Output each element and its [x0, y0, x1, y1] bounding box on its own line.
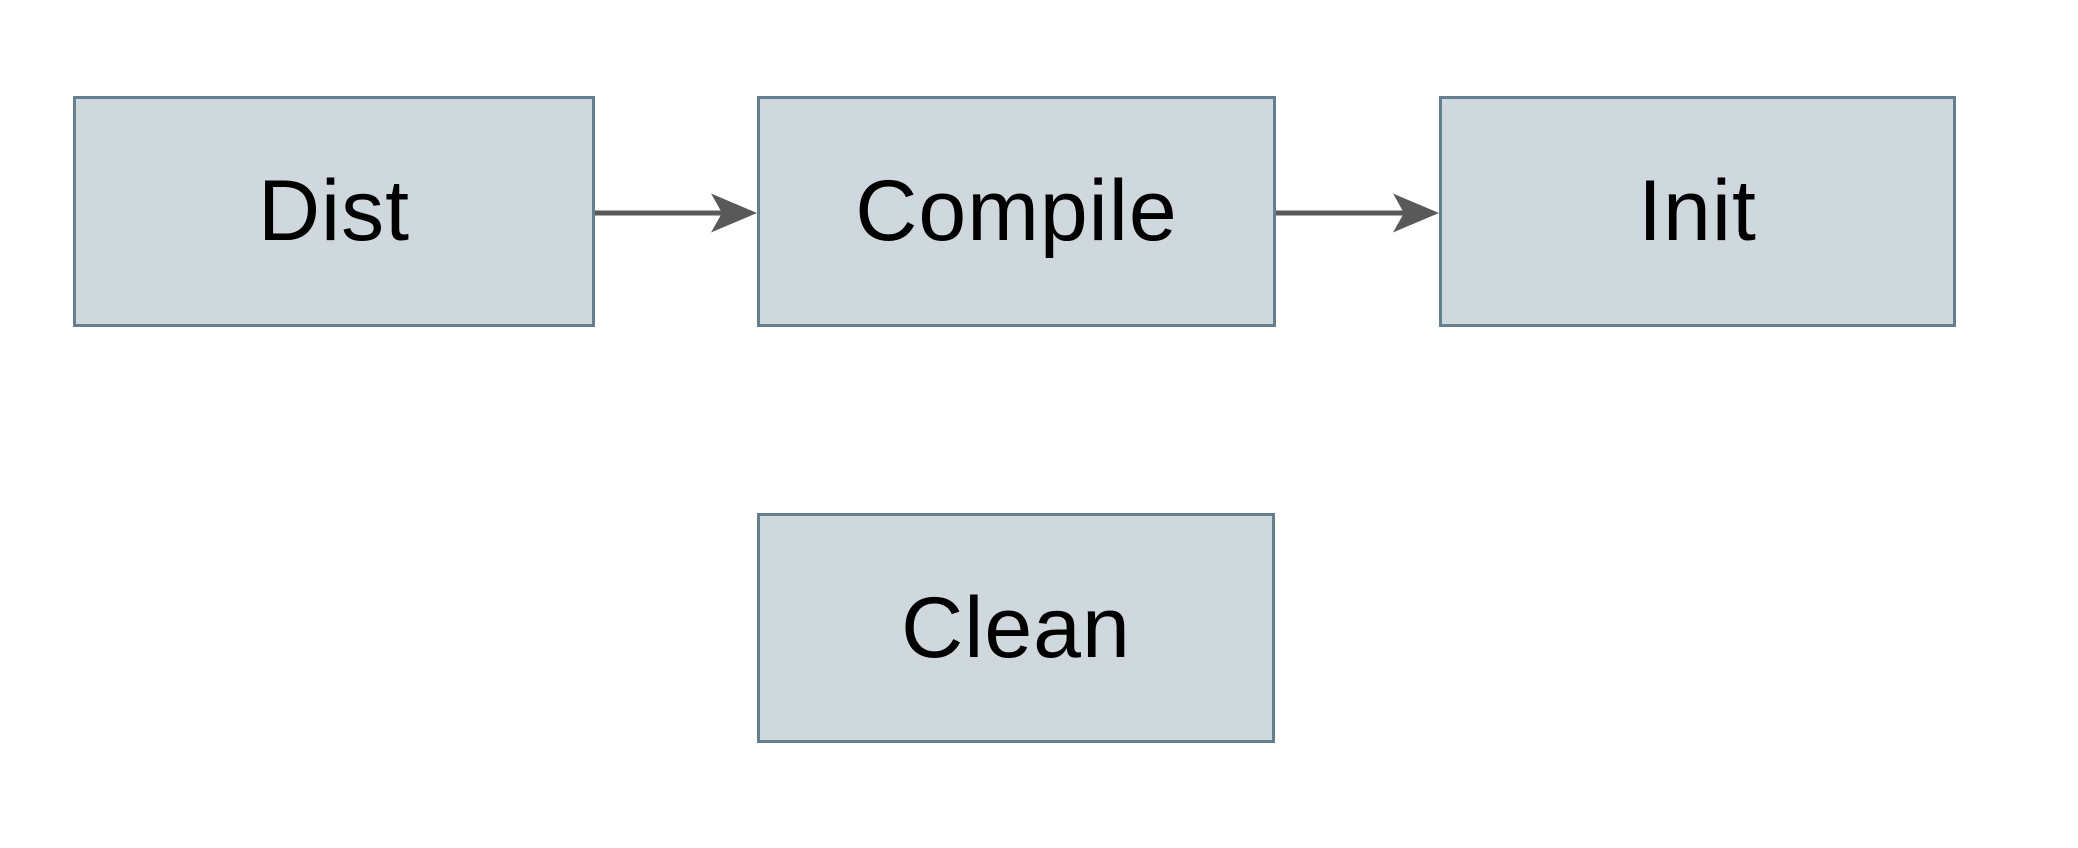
edge-compile-init-arrow	[1275, 193, 1439, 233]
node-label: Clean	[901, 579, 1131, 676]
node-label: Init	[1638, 163, 1757, 259]
node-init: Init	[1439, 96, 1956, 327]
node-clean: Clean	[757, 513, 1275, 743]
node-label: Compile	[855, 163, 1178, 259]
node-dist: Dist	[73, 96, 595, 327]
node-label: Dist	[257, 163, 411, 259]
edge-dist-compile-arrow	[594, 193, 757, 233]
node-compile: Compile	[757, 96, 1276, 327]
